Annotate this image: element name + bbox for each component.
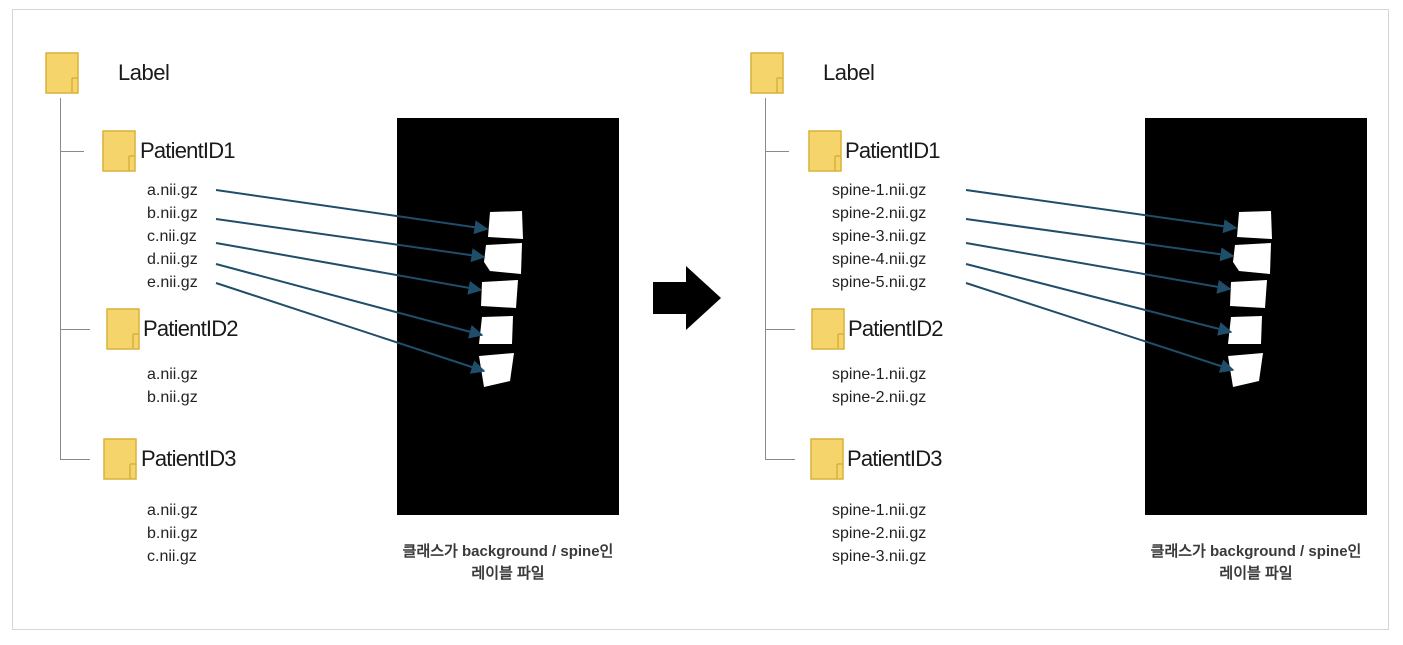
- tree-branch: [60, 329, 90, 330]
- folder-icon: [103, 438, 137, 480]
- file-name: a.nii.gz: [147, 366, 198, 383]
- file-list: spine-1.nii.gz spine-2.nii.gz spine-3.ni…: [832, 179, 926, 294]
- vertebra: [479, 353, 514, 387]
- root-label: Label: [823, 60, 875, 85]
- vertebra: [1230, 280, 1267, 308]
- connector-arrow: [965, 189, 1238, 234]
- folder-icon: [45, 52, 79, 94]
- file-list: spine-1.nii.gz spine-2.nii.gz spine-3.ni…: [832, 499, 926, 568]
- diagram-frame: [12, 9, 1389, 630]
- file-name: spine-3.nii.gz: [832, 548, 927, 565]
- file-name: spine-2.nii.gz: [832, 525, 927, 542]
- vertebra: [479, 316, 513, 344]
- file-name: e.nii.gz: [147, 274, 198, 291]
- folder-icon: [106, 308, 140, 350]
- tree-branch: [60, 459, 90, 460]
- tree-branch: [765, 329, 795, 330]
- file-name: a.nii.gz: [147, 502, 198, 519]
- vertebrae-left: [479, 211, 523, 387]
- vertebrae-right: [1228, 211, 1272, 387]
- tree-branch: [765, 459, 795, 460]
- patient-label: PatientID3: [141, 446, 237, 471]
- caption-line: 클래스가 background / spine인: [1150, 543, 1362, 560]
- file-name: b.nii.gz: [147, 205, 198, 222]
- vertebra: [1233, 243, 1271, 274]
- patient-label: PatientID2: [143, 316, 239, 341]
- file-name: b.nii.gz: [147, 389, 198, 406]
- caption-line: 클래스가 background / spine인: [402, 543, 614, 560]
- folder-icon: [808, 130, 842, 172]
- connector-arrow: [965, 263, 1233, 336]
- file-name: a.nii.gz: [147, 182, 198, 199]
- connector-arrow: [215, 282, 486, 374]
- vertebra: [1228, 316, 1262, 344]
- right-arrow-icon: [653, 266, 721, 330]
- file-name: c.nii.gz: [147, 228, 197, 245]
- connector-arrow: [215, 189, 489, 235]
- file-list: a.nii.gz b.nii.gz c.nii.gz: [147, 499, 198, 568]
- file-name: spine-3.nii.gz: [832, 228, 927, 245]
- file-name: spine-2.nii.gz: [832, 205, 927, 222]
- folder-icon: [810, 438, 844, 480]
- folder-icon: [750, 52, 784, 94]
- folder-icon: [102, 130, 136, 172]
- patient-label: PatientID2: [848, 316, 944, 341]
- file-name: d.nii.gz: [147, 251, 198, 268]
- connector-arrow: [965, 218, 1235, 262]
- vertebra: [1237, 211, 1272, 239]
- connector-arrow: [215, 218, 486, 263]
- connector-arrow: [965, 242, 1232, 294]
- file-name: spine-1.nii.gz: [832, 182, 927, 199]
- file-name: spine-2.nii.gz: [832, 389, 927, 406]
- vertebra: [488, 211, 523, 239]
- vertebra: [1228, 353, 1263, 387]
- tree-trunk: [765, 98, 766, 460]
- root-label: Label: [118, 60, 170, 85]
- patient-label: PatientID3: [847, 446, 943, 471]
- patient-label: PatientID1: [140, 138, 236, 163]
- caption-line: 레이블 파일: [471, 565, 545, 582]
- vertebra: [481, 280, 518, 308]
- vertebra: [484, 243, 522, 274]
- connector-arrow: [215, 242, 483, 295]
- panel-caption: 클래스가 background / spine인 레이블 파일: [1106, 541, 1403, 585]
- file-name: spine-1.nii.gz: [832, 502, 927, 519]
- patient-label: PatientID1: [845, 138, 941, 163]
- tree-branch: [765, 151, 789, 152]
- file-name: b.nii.gz: [147, 525, 198, 542]
- panel-caption: 클래스가 background / spine인 레이블 파일: [358, 541, 658, 585]
- tree-trunk: [60, 98, 61, 460]
- file-name: spine-1.nii.gz: [832, 366, 927, 383]
- file-name: spine-5.nii.gz: [832, 274, 927, 291]
- tree-branch: [60, 151, 84, 152]
- file-name: spine-4.nii.gz: [832, 251, 927, 268]
- connector-arrow: [215, 263, 484, 339]
- file-list: a.nii.gz b.nii.gz: [147, 363, 198, 409]
- file-list: spine-1.nii.gz spine-2.nii.gz: [832, 363, 926, 409]
- caption-line: 레이블 파일: [1219, 565, 1293, 582]
- folder-icon: [811, 308, 845, 350]
- connector-arrow: [965, 282, 1235, 373]
- file-list: a.nii.gz b.nii.gz c.nii.gz d.nii.gz e.ni…: [147, 179, 198, 294]
- file-name: c.nii.gz: [147, 548, 197, 565]
